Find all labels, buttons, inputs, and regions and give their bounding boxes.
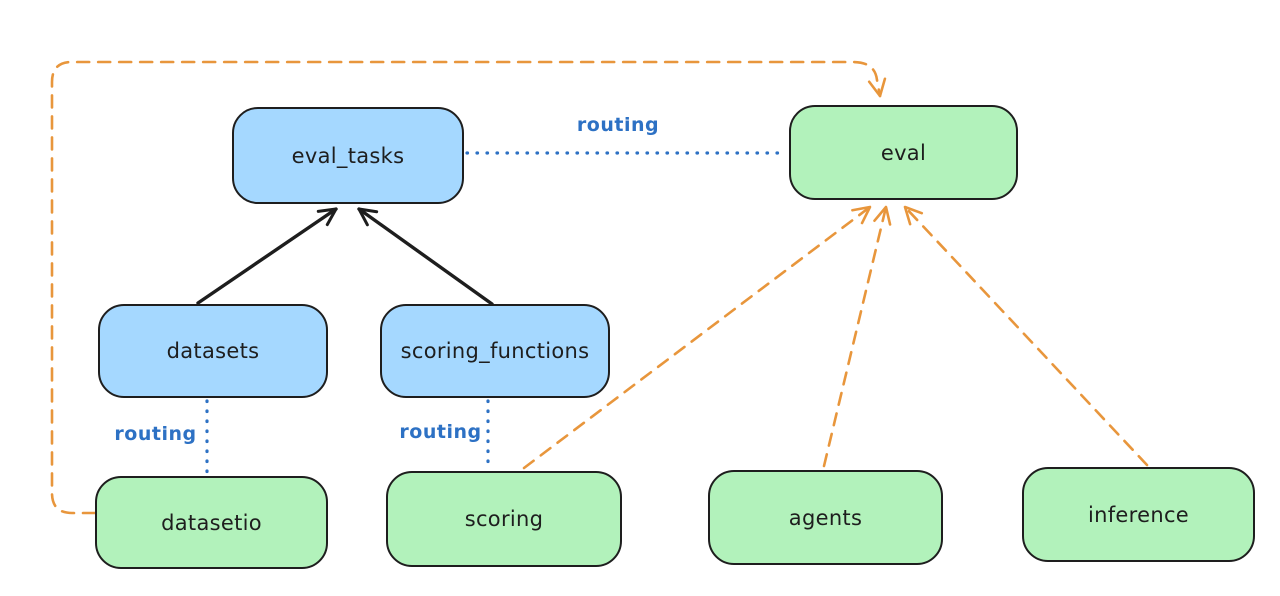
node-inference-label: inference xyxy=(1087,502,1190,527)
arrow-scoring-functions-to-eval-tasks xyxy=(357,207,494,306)
dashed-arrow-datasetio-to-eval xyxy=(50,60,887,515)
node-eval-label: eval xyxy=(880,140,927,165)
node-scoring-functions-label: scoring_functions xyxy=(400,339,590,363)
node-eval-tasks: eval_tasks xyxy=(232,107,464,204)
node-agents: agents xyxy=(708,470,943,565)
dashed-arrow-inference-to-eval xyxy=(903,205,1149,467)
routing-label-scoring-functions-scoring: routing xyxy=(399,421,482,443)
node-agents-label: agents xyxy=(788,505,863,530)
dashed-arrow-agents-to-eval xyxy=(822,205,892,468)
node-datasets: datasets xyxy=(98,304,328,398)
node-scoring-label: scoring xyxy=(464,507,544,531)
routing-label-eval-tasks-eval: routing xyxy=(576,114,660,136)
arrow-datasets-to-eval-tasks xyxy=(196,207,338,305)
node-scoring: scoring xyxy=(386,471,622,567)
node-datasetio: datasetio xyxy=(95,476,328,569)
node-scoring-functions: scoring_functions xyxy=(380,304,610,398)
node-datasetio-label: datasetio xyxy=(161,510,262,535)
routing-label-datasets-datasetio: routing xyxy=(114,423,197,445)
node-eval-tasks-label: eval_tasks xyxy=(291,143,405,168)
node-eval: eval xyxy=(789,105,1018,200)
node-datasets-label: datasets xyxy=(166,339,260,363)
node-inference: inference xyxy=(1022,467,1255,562)
